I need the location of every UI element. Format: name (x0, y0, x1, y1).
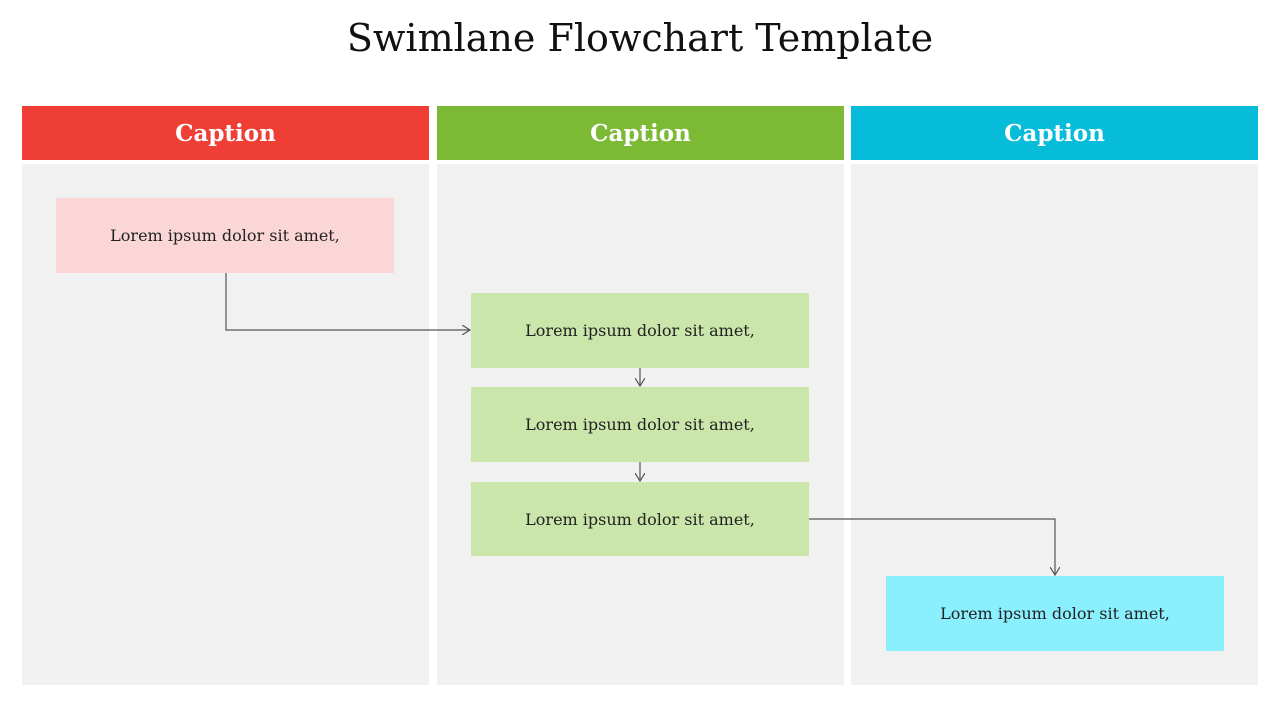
step-text: Lorem ipsum dolor sit amet, (110, 226, 340, 245)
step-text: Lorem ipsum dolor sit amet, (525, 509, 755, 529)
lane-header-2: Caption (437, 106, 844, 160)
flow-step-3: Lorem ipsum dolor sit amet, (471, 387, 809, 462)
step-text: Lorem ipsum dolor sit amet, (525, 415, 755, 434)
flow-step-1: Lorem ipsum dolor sit amet, (56, 198, 394, 273)
lane-caption: Caption (1004, 119, 1105, 147)
flow-step-4: Lorem ipsum dolor sit amet, (471, 482, 809, 556)
lane-caption: Caption (175, 119, 276, 147)
page-title: Swimlane Flowchart Template (346, 16, 934, 60)
step-text: Lorem ipsum dolor sit amet, (940, 604, 1170, 623)
step-text: Lorem ipsum dolor sit amet, (525, 321, 755, 340)
flow-step-5: Lorem ipsum dolor sit amet, (886, 576, 1224, 651)
lane-header-1: Caption (22, 106, 429, 160)
flow-step-2: Lorem ipsum dolor sit amet, (471, 293, 809, 368)
lane-header-3: Caption (851, 106, 1258, 160)
lane-caption: Caption (590, 119, 691, 147)
